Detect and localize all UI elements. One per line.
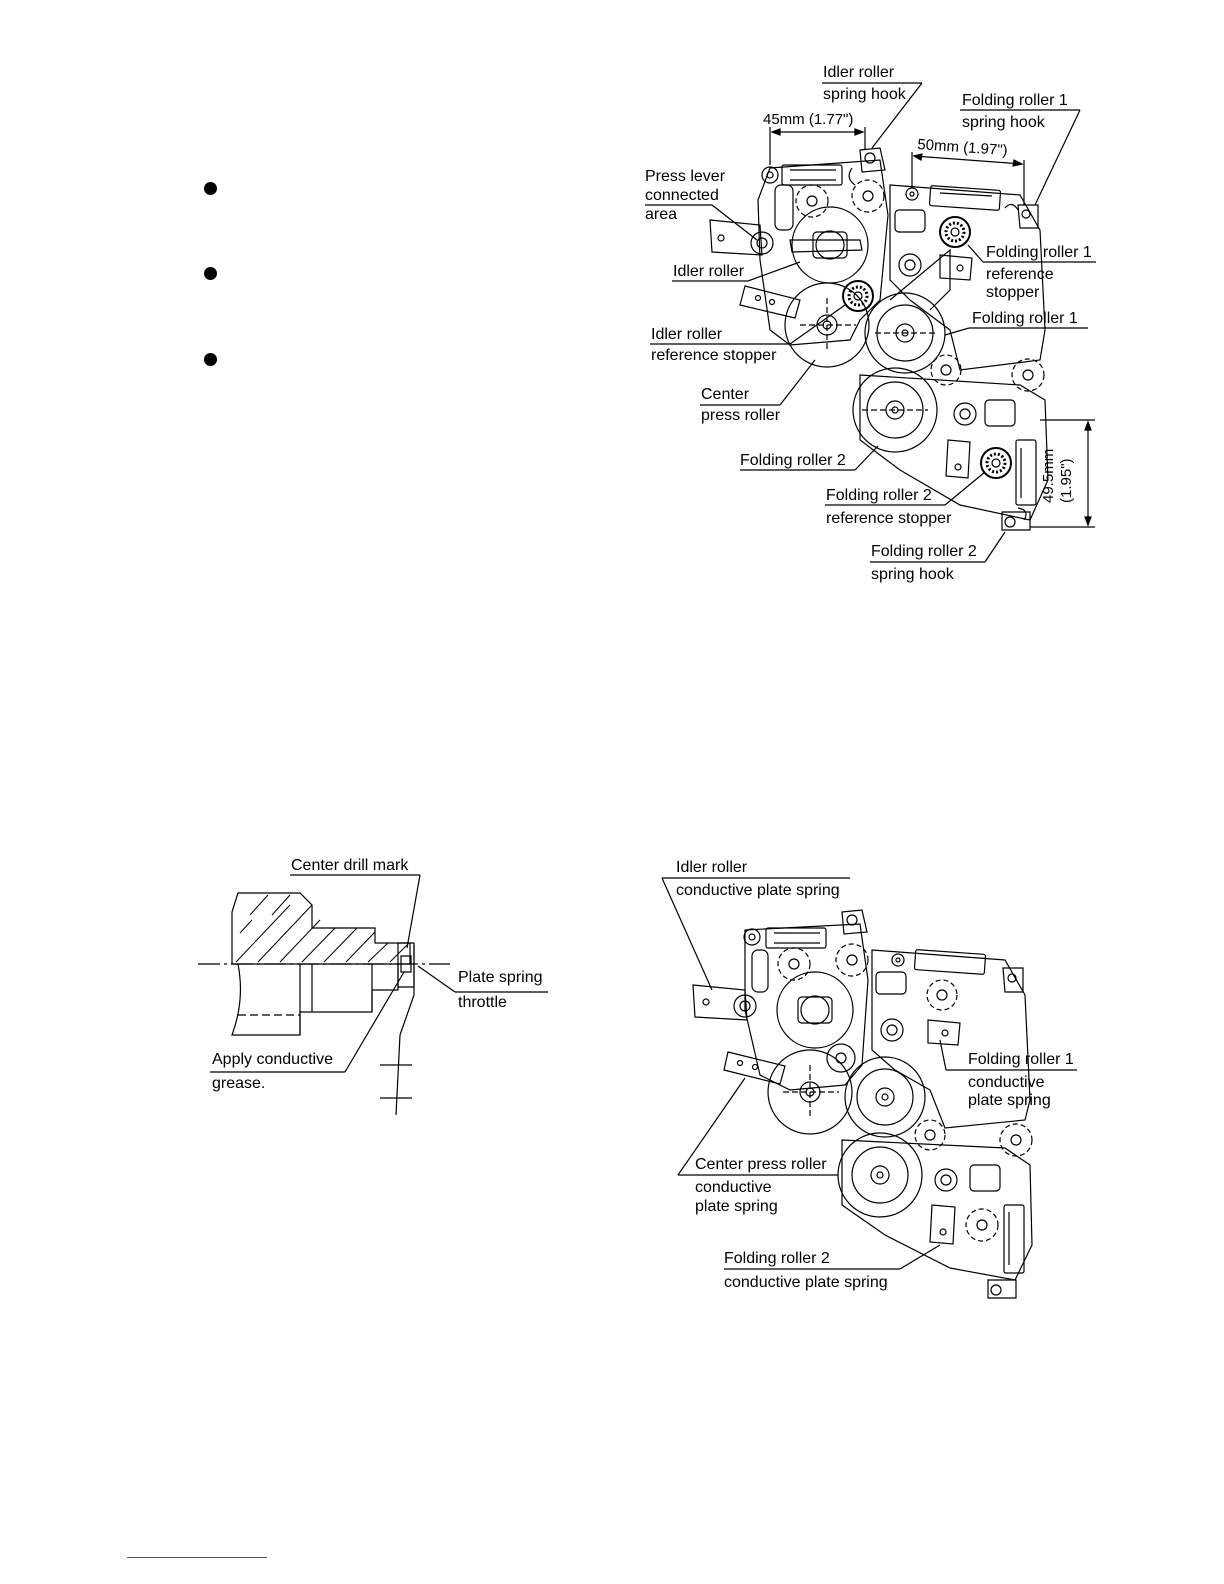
label-center-press-2: press roller bbox=[701, 407, 781, 424]
label-fold1-cond-3: plate spring bbox=[968, 1092, 1051, 1109]
label-fold2-ref-2: reference stopper bbox=[826, 510, 952, 527]
bullet-2 bbox=[204, 267, 217, 280]
label-fold1-spring-hook-2: spring hook bbox=[962, 114, 1045, 131]
label-press-lever-3: area bbox=[645, 206, 678, 223]
label-apply-grease-1: Apply conductive bbox=[212, 1051, 333, 1068]
label-center-press-1: Center bbox=[701, 386, 750, 403]
label-plate-spring-1: Plate spring bbox=[458, 969, 543, 986]
label-fold1-cond-2: conductive bbox=[968, 1074, 1045, 1091]
label-press-lever-1: Press lever bbox=[645, 168, 726, 185]
label-idler-spring-hook-1: Idler roller bbox=[823, 64, 895, 81]
label-fold2-ref-1: Folding roller 2 bbox=[826, 487, 932, 504]
label-idler-ref-1: Idler roller bbox=[651, 326, 723, 343]
label-fold2-cond-1: Folding roller 2 bbox=[724, 1250, 830, 1267]
label-fold2-cond-2: conductive plate spring bbox=[724, 1274, 888, 1291]
label-folding-roller-2: Folding roller 2 bbox=[740, 452, 846, 469]
label-fold1-cond-1: Folding roller 1 bbox=[968, 1051, 1074, 1068]
label-idler-spring-hook-2: spring hook bbox=[823, 86, 906, 103]
label-idler-roller: Idler roller bbox=[673, 263, 745, 280]
label-idler-cond-2: conductive plate spring bbox=[676, 882, 840, 899]
label-idler-ref-2: reference stopper bbox=[651, 347, 777, 364]
label-fold2-hook-2: spring hook bbox=[871, 566, 954, 583]
label-fold1-ref-2: reference bbox=[986, 266, 1054, 283]
label-center-drill-mark: Center drill mark bbox=[291, 857, 409, 874]
label-fold1-spring-hook-1: Folding roller 1 bbox=[962, 92, 1068, 109]
label-fold1-ref-3: stopper bbox=[986, 284, 1040, 301]
label-folding-roller-1: Folding roller 1 bbox=[972, 310, 1078, 327]
label-fold1-ref-1: Folding roller 1 bbox=[986, 244, 1092, 261]
footer-rule bbox=[127, 1557, 267, 1558]
label-fold2-hook-1: Folding roller 2 bbox=[871, 543, 977, 560]
label-center-cond-3: plate spring bbox=[695, 1198, 778, 1215]
label-press-lever-2: connected bbox=[645, 187, 719, 204]
label-plate-spring-2: throttle bbox=[458, 994, 507, 1011]
label-apply-grease-2: grease. bbox=[212, 1075, 266, 1092]
label-center-cond-1: Center press roller bbox=[695, 1156, 827, 1173]
bullet-3 bbox=[204, 353, 217, 366]
dimension-49-5mm: 49.5mm bbox=[1040, 448, 1057, 503]
label-idler-cond-1: Idler roller bbox=[676, 859, 748, 876]
bullet-1 bbox=[204, 182, 217, 195]
label-center-cond-2: conductive bbox=[695, 1179, 772, 1196]
dimension-45mm: 45mm (1.77") bbox=[763, 111, 854, 128]
dimension-49-5mm-inch: (1.95") bbox=[1058, 458, 1075, 503]
